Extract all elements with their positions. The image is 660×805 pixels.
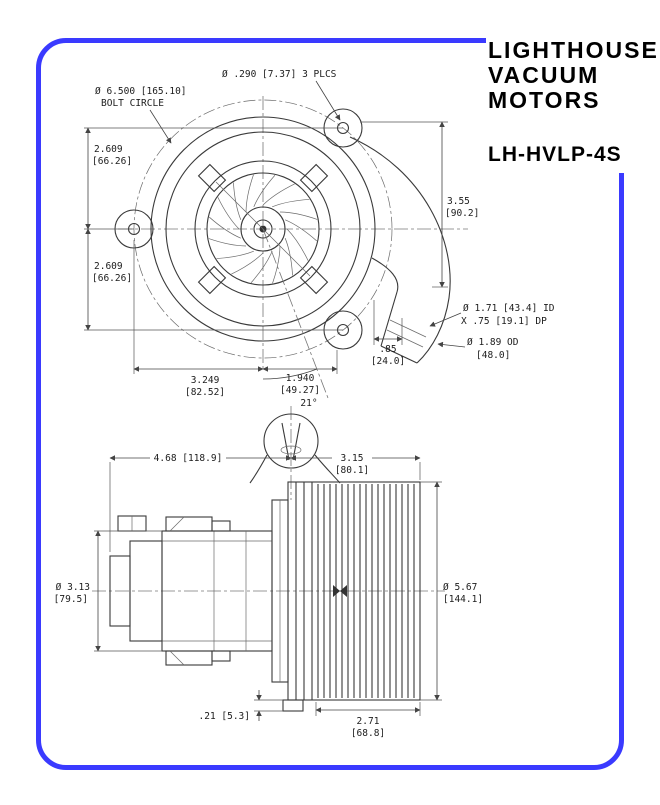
dim-fan-len-in: 2.71: [357, 716, 380, 727]
top-view-dimensions: 2.609 [66.26] 2.609 [66.26] Ø .290 [7.37…: [84, 69, 555, 409]
fan-housing: [271, 481, 421, 712]
outlet-stub: [282, 699, 304, 712]
dim-fan-dia-in: Ø 5.67: [443, 582, 477, 593]
dim-body-dia-in: Ø 3.13: [56, 582, 90, 593]
dim-height-in: 3.55: [447, 196, 470, 207]
dim-right-mm: [80.1]: [335, 465, 369, 476]
flange-inner: [165, 131, 361, 327]
dim-fan-dia-mm: [144.1]: [443, 594, 483, 605]
dim-stub: .21 [5.3]: [199, 711, 250, 722]
dim-upper-in: 2.609: [94, 144, 123, 155]
fan-blades: [208, 174, 318, 284]
brand-line-3: MOTORS: [488, 87, 601, 113]
dim-lower-mm: [66.26]: [92, 273, 132, 284]
model-number: LH-HVLP-4S: [488, 143, 622, 166]
flange-outer: [150, 116, 376, 342]
dim-body-dia-mm: [79.5]: [54, 594, 88, 605]
dim-length: 4.68 [118.9]: [154, 453, 223, 464]
dim-height-mm: [90.2]: [445, 208, 479, 219]
title-block: LIGHTHOUSE VACUUM MOTORS LH-HVLP-4S: [486, 36, 660, 173]
dim-horiz2-mm: [49.27]: [280, 385, 320, 396]
dim-od: Ø 1.89 OD: [467, 337, 519, 348]
dim-holes-note: Ø .290 [7.37] 3 PLCS: [222, 69, 337, 80]
brand-line-1: LIGHTHOUSE: [488, 37, 659, 63]
dim-od-mm: [48.0]: [476, 350, 510, 361]
page-border: [36, 38, 624, 770]
dim-inlet-id: Ø 1.71 [43.4] ID: [463, 303, 555, 314]
dim-offset-mm: [24.0]: [371, 356, 405, 367]
inlet-horn: [249, 413, 341, 484]
dim-outlet-angle: 21°: [300, 398, 317, 409]
dim-upper-mm: [66.26]: [92, 156, 132, 167]
housing-circle: [194, 160, 332, 298]
dim-horiz1-mm: [82.52]: [185, 387, 225, 398]
brand-line-2: VACUUM: [488, 62, 600, 88]
top-view-drawing: [114, 96, 468, 372]
side-view-drawing: [92, 406, 445, 712]
section-mark: [333, 585, 347, 597]
side-view-dimensions: 4.68 [118.9] 3.15 [80.1] Ø 3.13 [79.5] Ø…: [54, 453, 483, 739]
motor-body: [109, 515, 273, 666]
scroll-outlet: [349, 136, 451, 364]
dim-lower-in: 2.609: [94, 261, 123, 272]
dim-horiz1-in: 3.249: [191, 375, 220, 386]
dim-bolt-circle-label: BOLT CIRCLE: [101, 98, 164, 109]
shroud-circle: [206, 172, 320, 286]
dim-fan-len-mm: [68.8]: [351, 728, 385, 739]
dim-horiz2-in: 1.940: [286, 373, 315, 384]
dim-right-in: 3.15: [341, 453, 364, 464]
dim-offset-in: .85: [379, 344, 396, 355]
dim-inlet-depth: X .75 [19.1] DP: [461, 316, 547, 327]
clamp-tabs: [197, 163, 329, 295]
dim-bolt-circle: Ø 6.500 [165.10]: [95, 86, 187, 97]
